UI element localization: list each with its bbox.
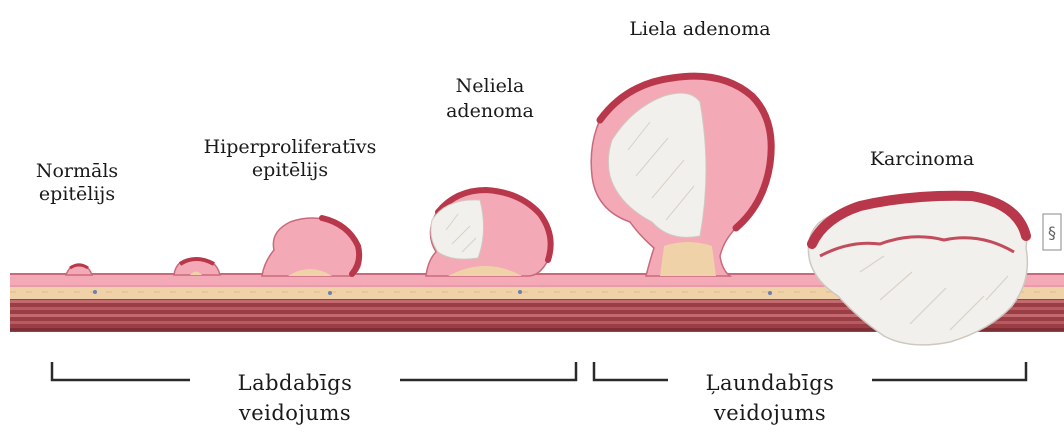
- label-malignant-line2: veidojums: [672, 398, 868, 428]
- large-adenoma-polyp: [591, 76, 771, 276]
- label-benign-line2: veidojums: [200, 398, 390, 428]
- label-hyperproliferative-epithelium: Hiperproliferatīvs epitēlijs: [180, 136, 400, 182]
- svg-text:§: §: [1048, 223, 1056, 242]
- label-malignant-group: Ļaundabīgs veidojums: [672, 368, 868, 428]
- hyperproliferative-bump: [174, 258, 220, 275]
- label-normal-line1: Normāls: [22, 160, 132, 183]
- label-normal-epithelium: Normāls epitēlijs: [22, 160, 132, 206]
- normal-epithelium-bump: [66, 264, 92, 275]
- small-adenoma-polyp: [426, 190, 551, 276]
- label-small-adenoma: Neliela adenoma: [420, 74, 560, 124]
- label-carcinoma: Karcinoma: [842, 148, 1002, 171]
- early-polyp: [262, 218, 361, 276]
- label-normal-line2: epitēlijs: [22, 183, 132, 206]
- label-small-adenoma-line1: Neliela: [420, 74, 560, 99]
- label-benign-line1: Labdabīgs: [200, 368, 390, 398]
- label-benign-group: Labdabīgs veidojums: [200, 368, 390, 428]
- label-small-adenoma-line2: adenoma: [420, 99, 560, 124]
- copyright-mark-icon: §: [1043, 214, 1061, 250]
- label-malignant-line1: Ļaundabīgs: [672, 368, 868, 398]
- label-hyper-line2: epitēlijs: [180, 159, 400, 182]
- label-hyper-line1: Hiperproliferatīvs: [180, 136, 400, 159]
- label-large-adenoma: Liela adenoma: [600, 18, 800, 41]
